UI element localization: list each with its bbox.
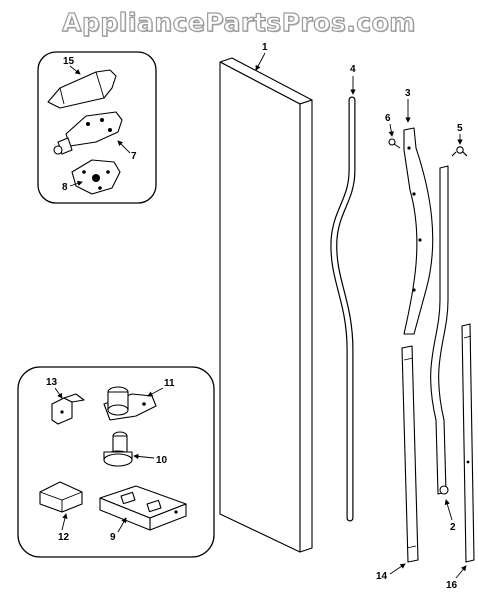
part-1-door-panel [219,57,313,553]
label-15: 15 [63,56,75,67]
part-5-screw [451,146,468,157]
part-11-hinge-pin [103,386,157,421]
watermark-logo: AppliancePartsPros.com [62,7,416,37]
label-16: 16 [446,580,458,591]
part-9-bottom-hinge [99,485,187,531]
part-2-side-strip [430,165,449,495]
label-7: 7 [131,151,137,162]
part-7-top-hinge [53,111,123,155]
part-12-shim [39,481,83,513]
label-2: 2 [450,522,456,533]
part-8-hinge-plate [71,159,121,195]
label-4: 4 [350,64,356,75]
label-10: 10 [156,455,168,466]
part-6-screw [388,138,401,149]
label-1: 1 [262,42,268,53]
part-16-side-rail [461,323,475,563]
label-9: 9 [110,532,116,543]
part-4-gasket-strip [330,96,356,522]
label-5: 5 [457,123,463,134]
label-3: 3 [405,88,411,99]
label-8: 8 [62,182,68,193]
label-6: 6 [385,113,391,124]
label-13: 13 [46,377,58,388]
label-14: 14 [376,571,388,582]
part-14-lower-strip [401,345,419,563]
inset-box-top [37,51,157,204]
part-13-bracket [51,393,85,425]
part-10-hinge-roller [103,431,133,467]
part-15-hinge-cover [47,69,117,109]
label-12: 12 [58,532,70,543]
label-11: 11 [164,378,175,389]
part-3-breaker-strip [403,127,434,335]
inset-box-bottom [17,366,215,558]
